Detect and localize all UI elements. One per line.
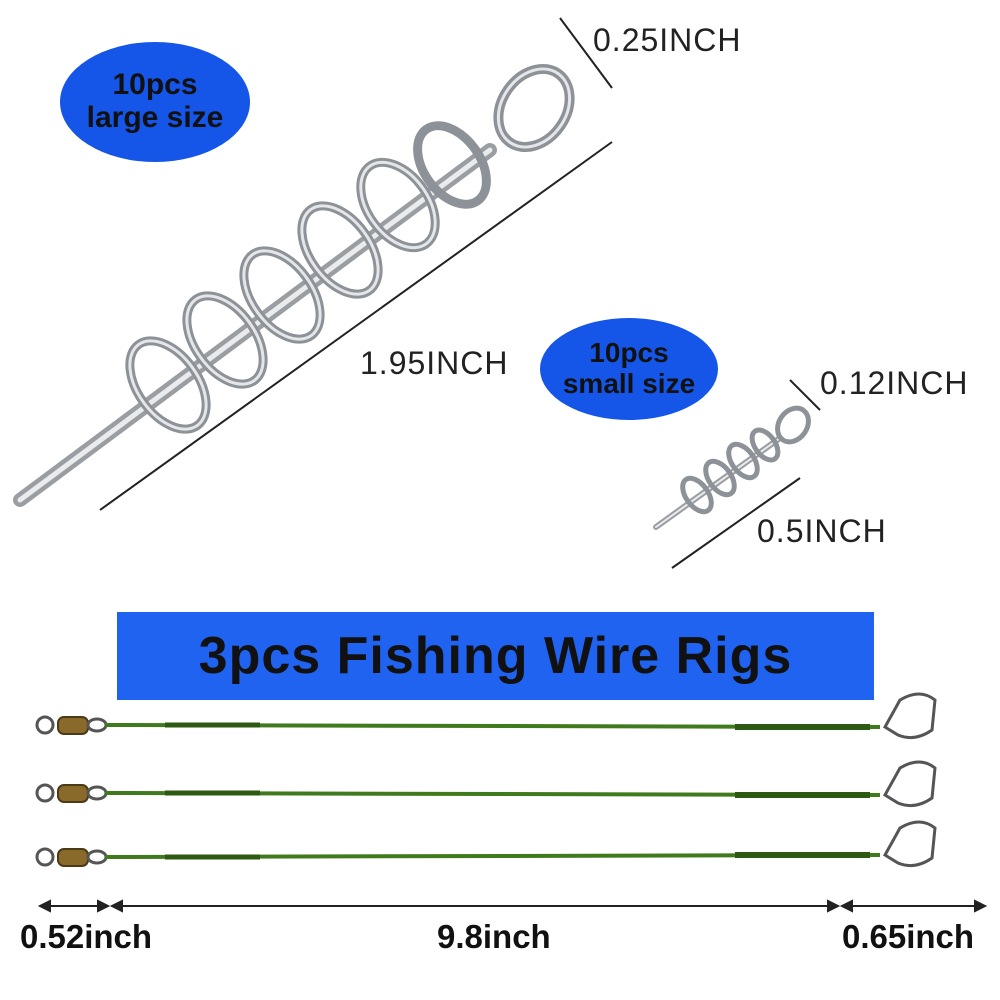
small-badge-size: small size — [562, 368, 696, 399]
small-spring-pin — [653, 405, 811, 530]
wire-rig — [35, 692, 937, 740]
rig-right-length: 0.65inch — [842, 918, 975, 955]
wire-rig — [35, 820, 937, 868]
large-length-dimension: 1.95INCH — [360, 345, 509, 381]
large-badge-count: 10pcs — [112, 68, 198, 101]
dimension-arrows — [37, 899, 988, 913]
large-badge-size: large size — [86, 101, 224, 134]
large-spring-pin — [13, 64, 575, 507]
large-size-badge: 10pcs large size — [60, 42, 250, 162]
rigs-banner: 3pcs Fishing Wire Rigs — [117, 612, 874, 700]
large-ring-dimension: 0.25INCH — [593, 22, 742, 58]
rig-left-length: 0.52inch — [20, 918, 153, 955]
wire-rigs — [35, 692, 937, 868]
wire-rig — [35, 760, 937, 808]
banner-title: 3pcs Fishing Wire Rigs — [198, 627, 793, 685]
small-length-dimension: 0.5INCH — [757, 513, 887, 549]
small-ring-dimension: 0.12INCH — [820, 365, 969, 401]
small-size-badge: 10pcs small size — [540, 318, 718, 420]
small-badge-count: 10pcs — [589, 337, 669, 368]
rig-middle-length: 9.8inch — [437, 918, 551, 955]
